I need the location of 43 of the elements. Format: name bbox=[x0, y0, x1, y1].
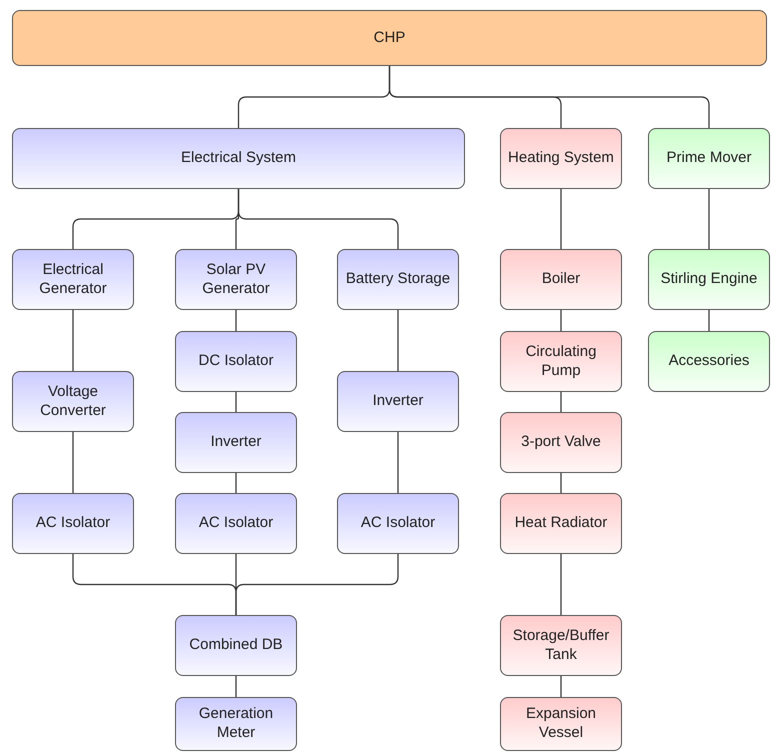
process-box: Circulating Pump bbox=[500, 331, 622, 392]
process-box: Electrical System bbox=[12, 128, 465, 189]
connector-line bbox=[72, 310, 74, 371]
process-box: Boiler bbox=[500, 249, 622, 310]
process-box: DC Isolator bbox=[175, 331, 297, 392]
process-box: Combined DB bbox=[175, 615, 297, 676]
process-box: AC Isolator bbox=[175, 493, 297, 554]
connector-line bbox=[560, 310, 562, 331]
connector-line bbox=[560, 392, 562, 412]
process-box: Inverter bbox=[175, 412, 297, 473]
process-box: Storage/Buffer Tank bbox=[500, 615, 622, 676]
process-box: Generation Meter bbox=[175, 697, 297, 751]
connector-line bbox=[235, 554, 399, 615]
process-box: Heating System bbox=[500, 128, 622, 189]
process-box: Inverter bbox=[337, 371, 459, 432]
connector-line bbox=[560, 473, 562, 493]
connector-line bbox=[235, 676, 237, 697]
process-box: AC Isolator bbox=[337, 493, 459, 554]
connector-line bbox=[708, 310, 710, 331]
process-box: Heat Radiator bbox=[500, 493, 622, 554]
connector-line bbox=[235, 392, 237, 412]
process-box: Expansion Vessel bbox=[500, 697, 622, 751]
process-box: Prime Mover bbox=[648, 128, 770, 189]
connector-line bbox=[560, 676, 562, 697]
process-box: 3-port Valve bbox=[500, 412, 622, 473]
process-box: Electrical Generator bbox=[12, 249, 134, 310]
connector-line bbox=[72, 432, 74, 493]
process-box: Stirling Engine bbox=[648, 249, 770, 310]
process-box: AC Isolator bbox=[12, 493, 134, 554]
process-box: Battery Storage bbox=[337, 249, 459, 310]
connector-line bbox=[235, 310, 237, 331]
connector-line bbox=[238, 189, 399, 249]
connector-line bbox=[397, 432, 399, 493]
process-box: Solar PV Generator bbox=[175, 249, 297, 310]
connector-line bbox=[388, 66, 710, 128]
connector-line bbox=[235, 473, 237, 493]
connector-line bbox=[560, 554, 562, 615]
process-box: Accessories bbox=[648, 331, 770, 392]
connector-line bbox=[397, 310, 399, 371]
process-box: CHP bbox=[12, 10, 767, 66]
process-box: Voltage Converter bbox=[12, 371, 134, 432]
connector-line bbox=[708, 189, 710, 249]
connector-line bbox=[560, 189, 562, 249]
